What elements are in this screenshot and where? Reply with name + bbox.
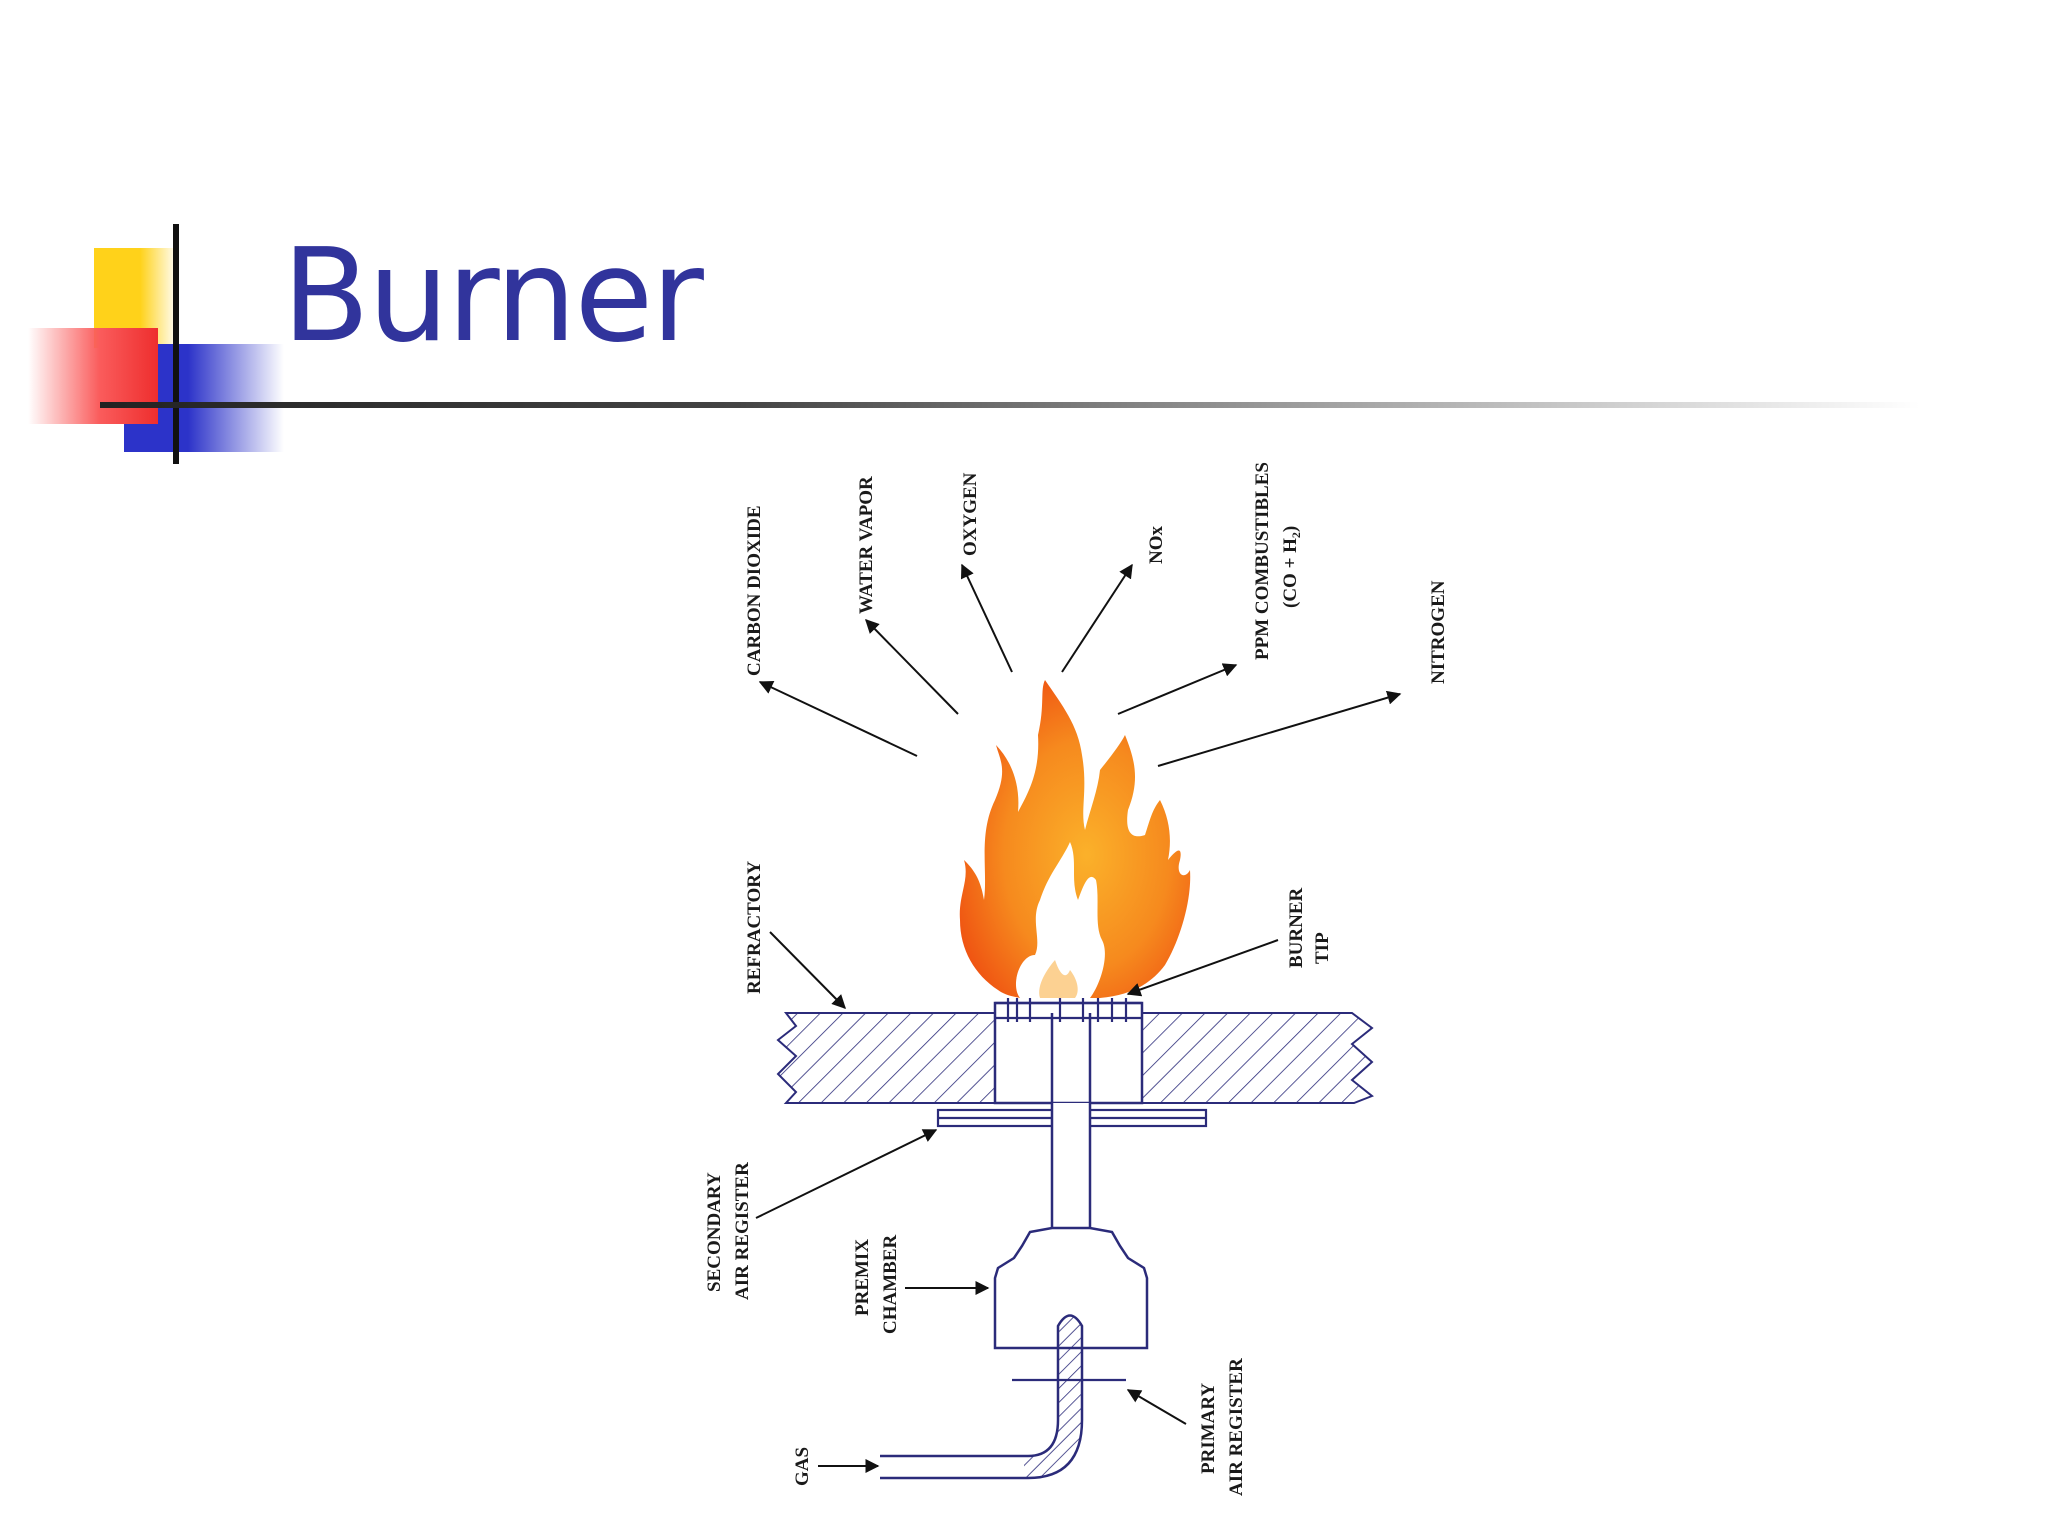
label-water-vapor: WATER VAPOR bbox=[856, 476, 877, 614]
label-nox: NOx bbox=[1146, 526, 1167, 565]
vertical-rule bbox=[173, 224, 179, 464]
label-primary-2: AIR REGISTER bbox=[1226, 1358, 1247, 1496]
slide-title: Burner bbox=[282, 222, 704, 371]
label-secondary-1: SECONDARY bbox=[704, 1172, 725, 1292]
flame bbox=[959, 680, 1191, 998]
label-carbon-dioxide: CARBON DIOXIDE bbox=[744, 506, 765, 677]
refractory-left bbox=[776, 1012, 996, 1104]
emission-arrows bbox=[758, 563, 1402, 767]
label-nitrogen: NITROGEN bbox=[1428, 580, 1449, 684]
label-burner-tip-2: TIP bbox=[1312, 932, 1333, 964]
gas-riser-pipe bbox=[1050, 1103, 1092, 1228]
label-ppm-combustibles: PPM COMBUSTIBLES bbox=[1252, 462, 1273, 660]
burner-tip bbox=[995, 998, 1142, 1022]
label-gas: GAS bbox=[792, 1447, 813, 1486]
label-burner-tip-1: BURNER bbox=[1286, 887, 1307, 968]
label-premix-1: PREMIX bbox=[852, 1239, 873, 1316]
label-ppm-formula: (CO + H2) bbox=[1280, 526, 1303, 608]
component-arrows bbox=[755, 931, 1279, 1473]
gas-inlet-pipe bbox=[880, 1314, 1084, 1480]
label-primary-1: PRIMARY bbox=[1198, 1383, 1219, 1474]
title-underline bbox=[100, 402, 1920, 408]
label-refractory: REFRACTORY bbox=[744, 861, 765, 994]
premix-chamber bbox=[993, 1226, 1149, 1350]
label-secondary-2: AIR REGISTER bbox=[732, 1162, 753, 1300]
label-oxygen: OXYGEN bbox=[960, 472, 981, 556]
red-square-decoration bbox=[28, 328, 158, 424]
refractory-right bbox=[1141, 1012, 1374, 1104]
label-premix-2: CHAMBER bbox=[880, 1235, 901, 1335]
